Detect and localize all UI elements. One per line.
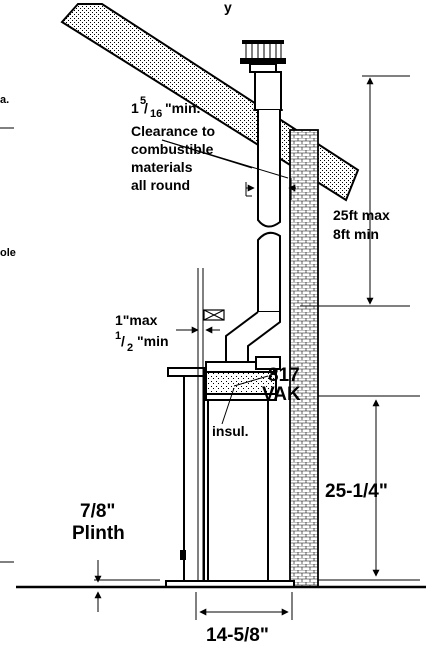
clearance-line-3: combustible <box>131 141 214 157</box>
width-label: 14-5/8" <box>206 625 269 646</box>
roof <box>60 3 360 202</box>
brick-wall <box>289 129 319 588</box>
insulation-label: insul. <box>212 423 249 439</box>
clearance-line-5: all round <box>131 177 190 193</box>
svg-text:/: / <box>144 100 148 116</box>
chimney-cap <box>240 40 286 73</box>
model-name: VAK <box>262 384 301 405</box>
clearance-min: "min. <box>165 100 200 116</box>
clearance-line-2: Clearance to <box>131 123 215 139</box>
left-fragment-ole: ole <box>0 247 16 259</box>
clearance-line-4: materials <box>131 159 193 175</box>
clearance-numerator: 5 <box>140 95 146 107</box>
flue-height-max: 25ft max <box>333 207 390 223</box>
model-number: 817 <box>268 365 300 386</box>
width-dimension <box>195 592 293 620</box>
plinth-size: 7/8" <box>80 501 115 522</box>
stove <box>165 268 295 588</box>
top-fragment-text: y <box>224 0 232 15</box>
flue-height-dimension <box>300 75 410 307</box>
plinth-word: Plinth <box>72 523 125 544</box>
flue-pipe-lower <box>225 231 281 363</box>
clearance-whole: 1 <box>131 100 139 116</box>
svg-text:/: / <box>121 333 125 349</box>
flue-height-min: 8ft min <box>333 226 379 242</box>
gap-min-numerator: 1 <box>115 330 121 342</box>
plinth-dimension <box>94 560 160 612</box>
hearth-height-label: 25-1/4" <box>325 481 388 502</box>
flue-pipe-upper <box>253 71 283 228</box>
gap-min-denominator: 2 <box>127 342 133 354</box>
clearance-label: 1 5 / 16 "min. Clearance to combustible … <box>131 95 215 193</box>
gap-dimension <box>176 309 225 334</box>
gap-min: "min <box>137 333 169 349</box>
gap-label: 1"max 1 / 2 "min <box>115 312 169 354</box>
clearance-denominator: 16 <box>150 108 162 120</box>
hearth-height-dimension <box>318 395 420 581</box>
model-leader <box>221 375 269 425</box>
gap-max: 1"max <box>115 312 158 328</box>
left-fragment-a: a. <box>0 94 9 106</box>
clearance-leaders <box>161 139 296 200</box>
